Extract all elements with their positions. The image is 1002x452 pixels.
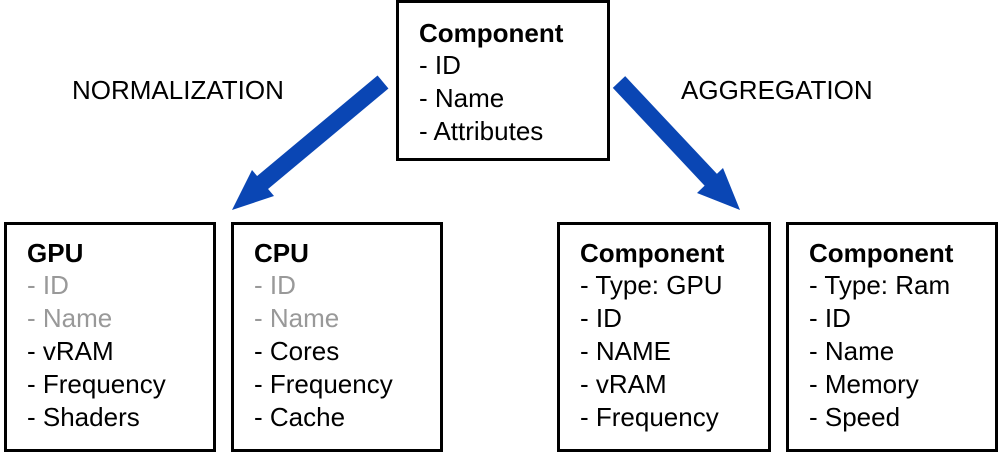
attribute-item: - ID (419, 50, 461, 80)
attribute-item: - Shaders (27, 402, 140, 432)
attribute-item: - Type: GPU (580, 270, 723, 300)
aggregation-arrow (612, 76, 740, 210)
inherited-attribute-item: - Name (254, 303, 340, 333)
attribute-item: - Attributes (419, 116, 544, 146)
attribute-item: - Cache (254, 402, 346, 432)
attribute-item: - vRAM (580, 369, 667, 399)
entity-title: GPU (27, 238, 84, 268)
attribute-item: - Frequency (580, 402, 719, 432)
attribute-item: - Frequency (27, 369, 166, 399)
attribute-item: - Cores (254, 336, 340, 366)
attribute-item: - ID (580, 303, 622, 333)
aggregated-gpu-component-box: Component - Type: GPU - ID - NAME - vRAM… (557, 222, 771, 452)
attribute-item: - Speed (809, 402, 901, 432)
attribute-list: - ID - Name - Attributes (419, 49, 607, 148)
attribute-item: - Name (809, 336, 895, 366)
attribute-list: - Type: GPU - ID - NAME - vRAM - Frequen… (580, 269, 768, 434)
cpu-entity-box: CPU - ID - Name - Cores - Frequency - Ca… (231, 222, 443, 452)
normalization-arrow (232, 75, 389, 210)
normalization-label: NORMALIZATION (72, 75, 284, 105)
attribute-item: - Memory (809, 369, 919, 399)
attribute-item: - NAME (580, 336, 671, 366)
entity-title: Component (580, 238, 725, 268)
aggregation-label: AGGREGATION (681, 75, 873, 105)
attribute-item: - vRAM (27, 336, 114, 366)
inherited-attribute-item: - Name (27, 303, 113, 333)
attribute-item: - Type: Ram (809, 270, 951, 300)
attribute-list: - ID - Name - vRAM - Frequency - Shaders (27, 269, 213, 434)
entity-title: CPU (254, 238, 309, 268)
inherited-attribute-item: - ID (254, 270, 296, 300)
entity-title: Component (419, 18, 564, 48)
gpu-entity-box: GPU - ID - Name - vRAM - Frequency - Sha… (4, 222, 216, 452)
attribute-list: - ID - Name - Cores - Frequency - Cache (254, 269, 440, 434)
attribute-item: - ID (809, 303, 851, 333)
component-entity-box: Component - ID - Name - Attributes (396, 0, 610, 161)
entity-title: Component (809, 238, 954, 268)
attribute-item: - Name (419, 83, 505, 113)
aggregated-ram-component-box: Component - Type: Ram - ID - Name - Memo… (786, 222, 998, 452)
inherited-attribute-item: - ID (27, 270, 69, 300)
attribute-item: - Frequency (254, 369, 393, 399)
attribute-list: - Type: Ram - ID - Name - Memory - Speed (809, 269, 995, 434)
